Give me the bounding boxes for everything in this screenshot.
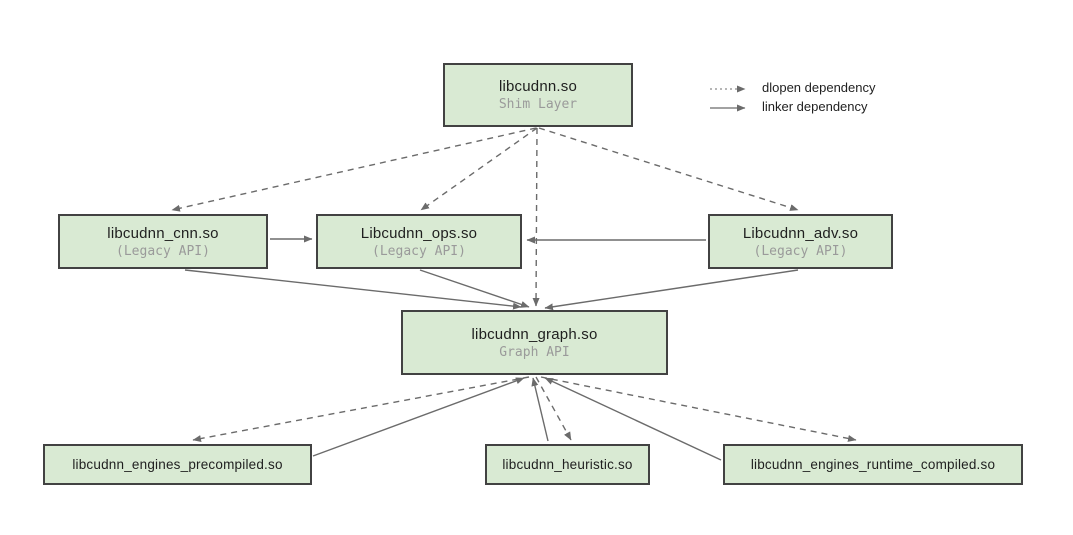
edge-cnn-to-graph-linker bbox=[184, 269, 522, 310]
node-libcudnn-graph: libcudnn_graph.so Graph API bbox=[401, 310, 668, 375]
node-title: libcudnn_cnn.so bbox=[107, 224, 219, 242]
edge-shim-to-graph-dlopen bbox=[532, 127, 540, 307]
edge-ops-to-graph-linker bbox=[419, 269, 530, 308]
node-libcudnn-ops: Libcudnn_ops.so (Legacy API) bbox=[316, 214, 522, 269]
edge-heuristic-to-graph-linker bbox=[531, 377, 549, 442]
legend-item-linker: linker dependency bbox=[762, 99, 868, 114]
edge-shim-to-adv-dlopen bbox=[538, 127, 799, 211]
node-title: libcudnn_engines_runtime_compiled.so bbox=[750, 457, 996, 472]
node-libcudnn-shim: libcudnn.so Shim Layer bbox=[443, 63, 633, 127]
node-libcudnn-adv: Libcudnn_adv.so (Legacy API) bbox=[708, 214, 893, 269]
node-title: Libcudnn_adv.so bbox=[742, 224, 859, 242]
edge-shim-to-ops-dlopen bbox=[420, 127, 538, 211]
node-title: libcudnn_graph.so bbox=[471, 325, 598, 343]
node-libcudnn-heuristic: libcudnn_heuristic.so bbox=[485, 444, 650, 485]
node-title: libcudnn_heuristic.so bbox=[502, 457, 633, 472]
edge-graph-to-engines_runtime_compiled-dlopen bbox=[540, 376, 857, 442]
node-subtitle: Shim Layer bbox=[498, 97, 578, 112]
node-subtitle: (Legacy API) bbox=[372, 243, 466, 259]
legend: dlopen dependency linker dependency bbox=[762, 81, 876, 114]
node-subtitle: (Legacy API) bbox=[116, 243, 210, 259]
node-libcudnn-engines-precompiled: libcudnn_engines_precompiled.so bbox=[43, 444, 312, 485]
node-libcudnn-cnn: libcudnn_cnn.so (Legacy API) bbox=[58, 214, 268, 269]
node-title: libcudnn_engines_precompiled.so bbox=[72, 457, 283, 472]
legend-item-dlopen: dlopen dependency bbox=[762, 80, 876, 95]
edge-graph-to-engines_precompiled-dlopen bbox=[192, 376, 530, 442]
edge-engines_precompiled-to-graph-linker bbox=[312, 377, 525, 457]
edge-engines_runtime_compiled-to-graph-linker bbox=[544, 377, 722, 461]
node-subtitle: Graph API bbox=[499, 344, 570, 360]
node-title: Libcudnn_ops.so bbox=[360, 224, 478, 242]
edge-graph-to-heuristic-dlopen bbox=[535, 376, 572, 441]
edge-adv-to-graph-linker bbox=[544, 269, 799, 311]
node-subtitle: (Legacy API) bbox=[753, 243, 848, 259]
node-libcudnn-engines-runtime-compiled: libcudnn_engines_runtime_compiled.so bbox=[723, 444, 1023, 485]
node-title: libcudnn.so bbox=[498, 78, 578, 95]
edge-shim-to-cnn-dlopen bbox=[171, 127, 537, 212]
